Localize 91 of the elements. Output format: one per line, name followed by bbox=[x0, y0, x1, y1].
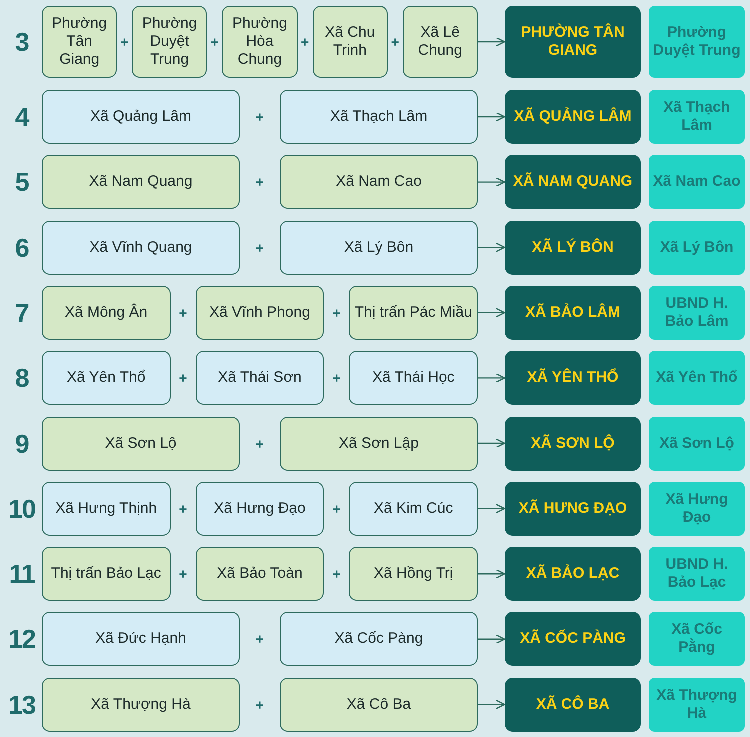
commune-box: Xã Vĩnh Phong bbox=[196, 286, 324, 340]
commune-box: Xã Bảo Toàn bbox=[196, 547, 324, 602]
commune-box: Xã Thạch Lâm bbox=[280, 90, 478, 144]
merged-commune-box: XÃ QUẢNG LÂM bbox=[505, 90, 641, 144]
arrow bbox=[478, 438, 506, 448]
seat-box: UBND H. Bảo Lâm bbox=[649, 286, 745, 340]
commune-box: Xã Chu Trinh bbox=[312, 6, 388, 78]
plus-sign: + bbox=[256, 240, 264, 255]
commune-box: Thị trấn Bảo Lạc bbox=[42, 547, 171, 602]
plus-sign: + bbox=[210, 35, 219, 49]
arrow bbox=[478, 569, 506, 579]
merged-commune-box: XÃ HƯNG ĐẠO bbox=[505, 482, 641, 536]
commune-box: Xã Lê Chung bbox=[402, 6, 478, 78]
commune-box: Xã Mông Ân bbox=[42, 286, 171, 340]
arrow bbox=[478, 634, 506, 644]
seat-box: Xã Hưng Đạo bbox=[649, 482, 745, 536]
row-number: 13 bbox=[8, 692, 36, 718]
plus-sign: + bbox=[332, 567, 341, 582]
arrow bbox=[478, 37, 506, 47]
merged-commune-box: XÃ BẢO LÂM bbox=[505, 286, 641, 340]
plus-sign: + bbox=[179, 502, 188, 516]
seat-box: Xã Yên Thổ bbox=[649, 351, 745, 406]
arrow bbox=[478, 700, 506, 710]
commune-box: Phường Hòa Chung bbox=[222, 6, 298, 78]
seat-box: Xã Thạch Lâm bbox=[649, 90, 745, 144]
plus-sign: + bbox=[256, 175, 264, 190]
plus-sign: + bbox=[179, 567, 188, 582]
merged-commune-box: XÃ SƠN LỘ bbox=[505, 416, 641, 470]
commune-box: Phường Tân Giang bbox=[42, 6, 118, 78]
seat-box: Xã Cốc Pằng bbox=[649, 612, 745, 666]
seat-box: Xã Lý Bôn bbox=[649, 220, 745, 275]
commune-box: Xã Đức Hạnh bbox=[42, 612, 240, 666]
commune-box: Xã Sơn Lập bbox=[280, 416, 478, 470]
commune-box: Xã Nam Cao bbox=[280, 155, 478, 210]
commune-box: Xã Quảng Lâm bbox=[42, 90, 240, 144]
commune-box: Xã Nam Quang bbox=[42, 155, 240, 210]
plus-sign: + bbox=[120, 35, 129, 49]
plus-sign: + bbox=[256, 436, 264, 450]
plus-sign: + bbox=[332, 306, 341, 320]
commune-box: Xã Hưng Thịnh bbox=[42, 482, 171, 536]
plus-sign: + bbox=[256, 698, 264, 712]
plus-sign: + bbox=[256, 110, 264, 124]
arrow bbox=[478, 504, 506, 514]
plus-sign: + bbox=[256, 632, 264, 646]
row-number: 10 bbox=[8, 496, 36, 522]
arrow bbox=[478, 373, 506, 384]
row-number: 3 bbox=[15, 29, 29, 55]
plus-sign: + bbox=[301, 35, 310, 49]
commune-box: Xã Thái Học bbox=[349, 351, 478, 406]
row-number: 9 bbox=[15, 430, 29, 456]
commune-box: Xã Cốc Pàng bbox=[280, 612, 478, 666]
commune-box: Xã Cô Ba bbox=[280, 678, 478, 732]
commune-box: Xã Hưng Đạo bbox=[196, 482, 324, 536]
merged-commune-box: XÃ YÊN THỔ bbox=[505, 351, 641, 406]
seat-box: Xã Nam Cao bbox=[649, 155, 745, 210]
commune-box: Phường Duyệt Trung bbox=[132, 6, 208, 78]
commune-box: Xã Thái Sơn bbox=[196, 351, 324, 406]
seat-box: Xã Sơn Lộ bbox=[649, 416, 745, 470]
plus-sign: + bbox=[391, 35, 400, 49]
commune-box: Xã Kim Cúc bbox=[349, 482, 478, 536]
plus-sign: + bbox=[332, 371, 341, 386]
merged-commune-box: XÃ NAM QUANG bbox=[505, 155, 641, 210]
commune-box: Xã Vĩnh Quang bbox=[42, 220, 240, 275]
row-number: 12 bbox=[8, 626, 36, 652]
merged-commune-box: PHƯỜNG TÂN GIANG bbox=[505, 6, 641, 78]
arrow bbox=[478, 242, 506, 252]
seat-box: Xã Thượng Hà bbox=[649, 678, 745, 732]
commune-box: Xã Sơn Lộ bbox=[42, 416, 240, 470]
plus-sign: + bbox=[179, 306, 188, 320]
seat-box: UBND H. Bảo Lạc bbox=[649, 547, 745, 602]
merged-commune-box: XÃ CỐC PÀNG bbox=[505, 612, 641, 666]
row-number: 8 bbox=[15, 365, 29, 392]
commune-box: Xã Thượng Hà bbox=[42, 678, 240, 732]
arrow bbox=[478, 112, 506, 122]
plus-sign: + bbox=[332, 502, 341, 516]
row-number: 11 bbox=[9, 561, 35, 588]
commune-box: Thị trấn Pác Miầu bbox=[349, 286, 478, 340]
arrow bbox=[478, 177, 506, 188]
seat-box: Phường Duyệt Trung bbox=[649, 6, 745, 78]
commune-box: Xã Yên Thổ bbox=[42, 351, 171, 406]
arrow bbox=[478, 308, 506, 318]
commune-box: Xã Hồng Trị bbox=[349, 547, 478, 602]
row-number: 4 bbox=[15, 104, 29, 130]
row-number: 7 bbox=[15, 300, 29, 326]
merged-commune-box: XÃ BẢO LẠC bbox=[505, 547, 641, 602]
row-number: 6 bbox=[15, 234, 29, 261]
commune-box: Xã Lý Bôn bbox=[280, 220, 478, 275]
merged-commune-box: XÃ CÔ BA bbox=[505, 678, 641, 732]
merged-commune-box: XÃ LÝ BÔN bbox=[505, 220, 641, 275]
row-number: 5 bbox=[15, 169, 29, 196]
plus-sign: + bbox=[179, 371, 188, 386]
